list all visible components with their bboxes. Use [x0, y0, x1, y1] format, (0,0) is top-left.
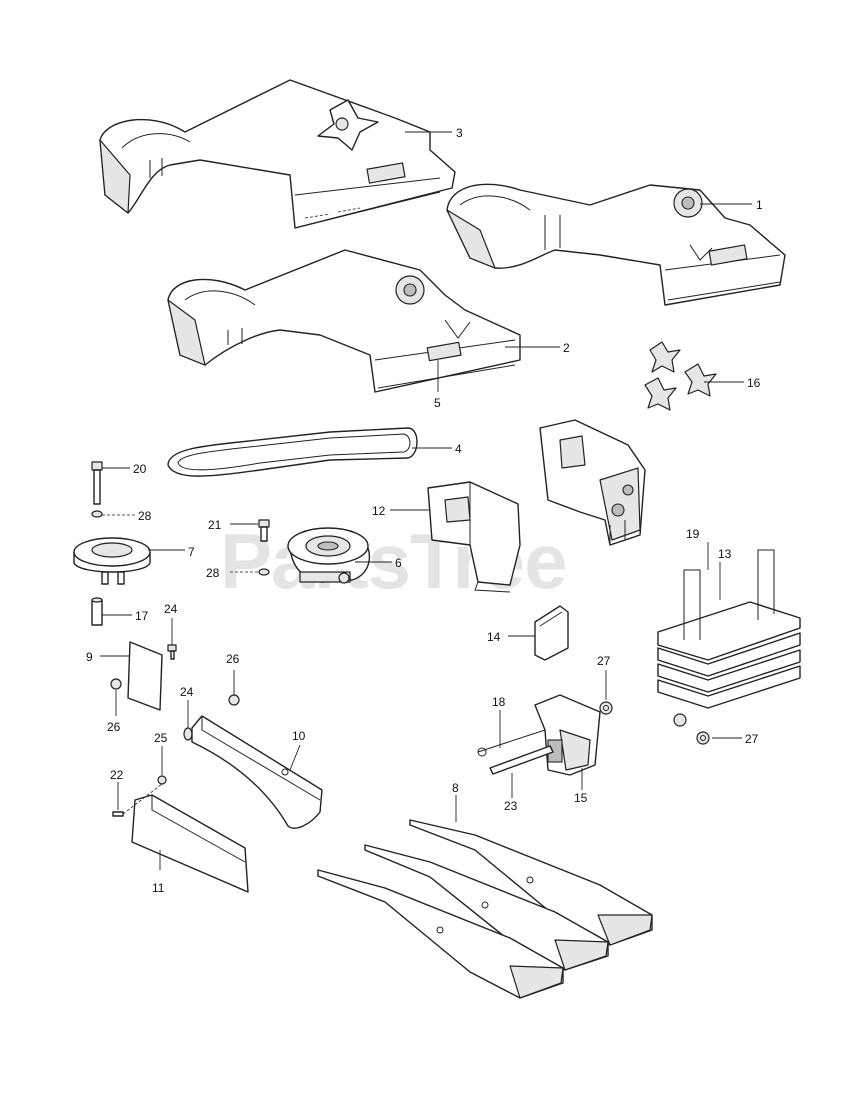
part-19-u-bolts[interactable] [683, 549, 775, 640]
callout-19: 19 [686, 527, 700, 541]
part-2-deck-cover[interactable] [167, 249, 521, 393]
callout-1: 1 [756, 198, 763, 212]
callout-28b: 28 [206, 566, 220, 580]
callout-26a: 26 [107, 720, 121, 734]
callout-9: 9 [86, 650, 93, 664]
part-11-plate[interactable] [131, 794, 249, 893]
callout-6: 6 [395, 556, 402, 570]
part-24-bolt-b[interactable] [183, 727, 193, 741]
part-16-knobs[interactable] [644, 341, 717, 411]
callout-25: 25 [154, 731, 168, 745]
callout-18: 18 [492, 695, 506, 709]
callout-27a: 27 [597, 654, 611, 668]
callout-24b: 24 [180, 685, 194, 699]
part-25-nut[interactable] [157, 775, 167, 785]
callout-20: 20 [133, 462, 147, 476]
part-4-belt[interactable] [167, 427, 418, 477]
callout-26b: 26 [226, 652, 240, 666]
callout-17: 17 [135, 609, 149, 623]
part-3-deck-cover[interactable] [99, 79, 456, 229]
part-10-baffle[interactable] [191, 715, 323, 829]
part-27-nut-c[interactable] [673, 713, 687, 727]
leader-lines [100, 131, 752, 870]
callout-13: 13 [718, 547, 732, 561]
part-28-washer-b[interactable] [258, 568, 270, 576]
callout-15: 15 [574, 791, 588, 805]
part-26-nut-b[interactable] [228, 694, 240, 706]
callout-28a: 28 [138, 509, 152, 523]
part-24-bolt-a[interactable] [167, 644, 177, 660]
callout-14: 14 [487, 630, 501, 644]
part-15-bracket[interactable] [534, 694, 601, 776]
callout-4: 4 [455, 442, 462, 456]
callouts: 3 1 2 5 16 4 20 28 7 17 21 28 6 12 14 27… [86, 126, 763, 895]
part-13-weight-plates[interactable] [657, 601, 801, 709]
part-22-bolt[interactable] [112, 811, 124, 817]
part-18-pin[interactable] [477, 729, 546, 757]
part-23-rod[interactable] [489, 745, 554, 775]
part-26-nut-a[interactable] [110, 678, 122, 690]
callout-10: 10 [292, 729, 306, 743]
part-27-nut-a[interactable] [599, 701, 613, 715]
part-21-bolt[interactable] [258, 519, 270, 542]
part-9-plate[interactable] [127, 641, 163, 711]
part-8-blades[interactable] [317, 819, 653, 999]
part-17-spacer[interactable] [91, 597, 103, 626]
watermark: PartsTree TM [220, 515, 628, 605]
callout-24a: 24 [164, 602, 178, 616]
part-1-deck-cover[interactable] [446, 183, 786, 306]
callout-23: 23 [504, 799, 518, 813]
callout-5: 5 [434, 396, 441, 410]
callout-8: 8 [452, 781, 459, 795]
callout-21: 21 [208, 518, 222, 532]
callout-3: 3 [456, 126, 463, 140]
weight-assembly[interactable] [539, 419, 646, 546]
part-12-weight[interactable] [427, 481, 521, 593]
part-28-washer-a[interactable] [91, 510, 103, 518]
part-14-clip[interactable] [534, 605, 569, 661]
callout-22: 22 [110, 768, 124, 782]
callout-27b: 27 [745, 732, 759, 746]
callout-12: 12 [372, 504, 386, 518]
part-27-nut-b[interactable] [696, 731, 710, 745]
callout-16: 16 [747, 376, 761, 390]
part-20-bolt[interactable] [91, 461, 103, 505]
callout-11: 11 [152, 881, 165, 895]
part-7-pulley[interactable] [73, 537, 151, 585]
part-6-spindle[interactable] [287, 527, 371, 584]
callout-7: 7 [188, 545, 195, 559]
callout-2: 2 [563, 341, 570, 355]
